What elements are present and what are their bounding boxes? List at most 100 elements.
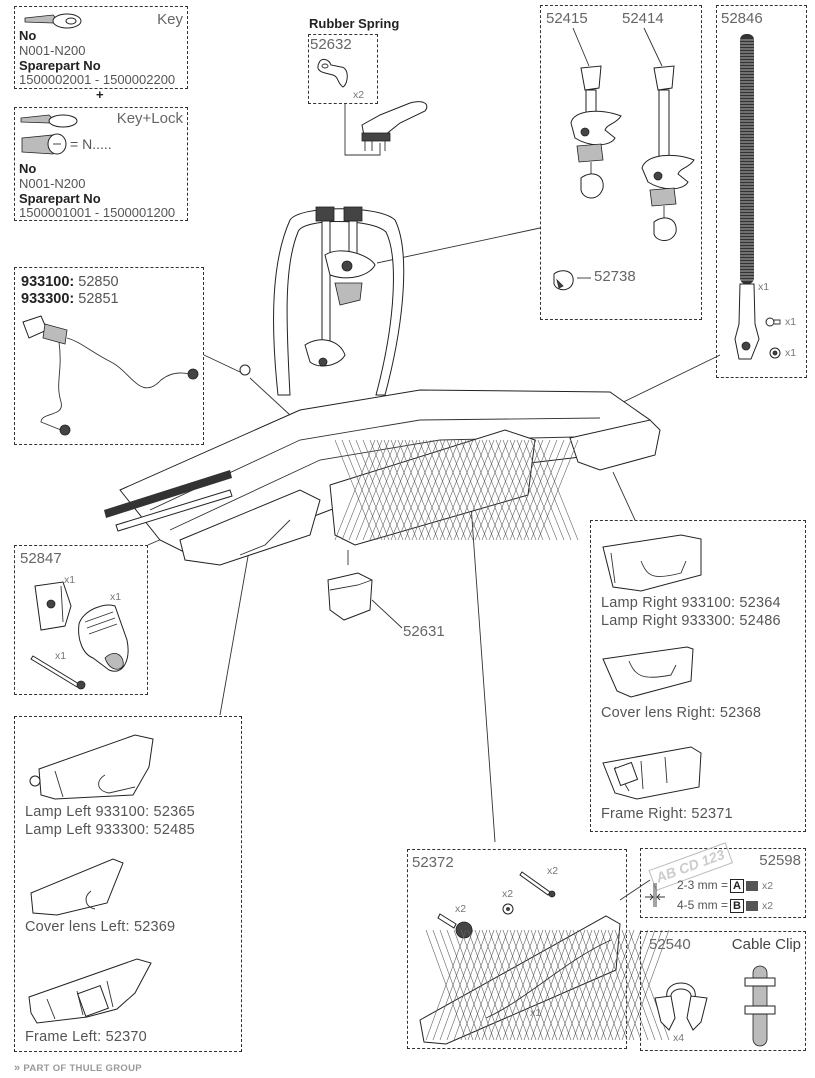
mounting-bolt-qty: x2 [455,903,467,915]
left-lamp-box: Lamp Left 933100: 52365 Lamp Left 933300… [14,716,242,1052]
cable-box: 933100: 52850 933300: 52851 [14,267,204,445]
threaded-rod-illustration [734,34,760,360]
key-lock-sparepart-value: 1500001001 - 1500001200 [19,205,176,220]
lamp-left-icon [29,734,154,800]
cable-model-1: 933100: [21,274,75,290]
frame-arms-box: 52415 52414 52738 [540,5,702,320]
lamp-left-2: Lamp Left 933300: 52485 [25,822,195,838]
cover-part-no: 52631 [403,623,445,640]
frame-left-icon [28,958,152,1024]
spacer-b-range: 4-5 mm = [677,898,729,912]
key-lock-box: = N..... Key+Lock No N001-N200 Sparepart… [14,107,188,221]
spacer-a-letter: A [730,879,744,893]
lock-cylinder-icon [21,133,67,155]
license-plate-part-no: 52372 [412,854,454,871]
spacer-b-letter: B [730,899,744,913]
footer-text: PART OF THULE GROUP [23,1063,142,1074]
cable-clip-part-no: 52540 [649,936,691,953]
spacer-b-icon [745,900,758,911]
license-plate-mesh [334,439,579,541]
cable-line-1: 933100: 52850 [21,274,119,291]
rubber-spring-heading: Rubber Spring [309,16,400,31]
leader-lines [147,227,721,901]
washer-qty: x1 [785,347,797,359]
screw-qty: x2 [547,865,559,877]
key-no-label: No [19,28,37,43]
spacer-a-range: 2-3 mm = [677,878,729,892]
small-washer-icon [502,903,514,915]
handle-icon [78,604,129,672]
license-plate-box: 52372 x2 x2 x2 x1 [407,849,670,1049]
lamp-right-1: Lamp Right 933100: 52364 [601,595,781,611]
lamp-right-2: Lamp Right 933300: 52486 [601,613,781,629]
key-no-value: N001-N200 [19,43,86,58]
key-icon [20,114,78,128]
key-lock-sparepart-label: Sparepart No [19,191,101,206]
threaded-rod-box: 52846 x1 x1 x1 [716,5,807,378]
arm-short-part-no: 52415 [546,10,588,27]
hinge-box: 52847 x1 x1 x1 [14,545,148,695]
spacer-a-icon [745,880,758,891]
frame-left: Frame Left: 52370 [25,1029,147,1045]
key-icon [24,13,82,29]
hinge-part-no: 52847 [20,550,62,567]
bracket-qty: x1 [64,574,76,586]
arm-long-illustration [641,27,695,241]
cable-part-2: 52851 [78,291,119,307]
cable-clip-title: Cable Clip [731,936,801,953]
double-chevron-right-icon: » [14,1062,21,1074]
rubber-spring-part-no: 52632 [310,36,352,53]
cable-line-2: 933300: 52851 [21,291,119,308]
bike-clamp-illustration [344,101,428,156]
cover-lens-left: Cover lens Left: 52369 [25,919,176,935]
frame-right: Frame Right: 52371 [601,806,733,822]
rubber-spring-icon [317,58,348,88]
screw-icon [519,871,556,898]
threaded-rod-part-no: 52846 [721,10,763,27]
key-lock-no-label: No [19,161,37,176]
spacer-b-qty: x2 [761,900,774,912]
key-title: Key [157,11,183,28]
cable-clip-icon [654,982,708,1031]
cable-clip-qty: x4 [673,1032,685,1044]
strap-part-no: 52738 [594,268,636,285]
cable-part-1: 52850 [78,274,119,290]
threaded-rod-qty: x1 [758,281,770,293]
lamp-right-icon [602,534,702,592]
cable-clip-mounted-icon [744,965,776,1047]
cable-model-2: 933300: [21,291,75,307]
plus-sign: + [96,87,104,102]
rubber-spring-box: 52632 x2 [308,34,378,104]
small-washer-qty: x2 [502,888,514,900]
cover-lens-right-icon [602,646,694,698]
thickness-arrows-icon [645,883,665,907]
key-lock-no-value: N001-N200 [19,176,86,191]
arm-long-part-no: 52414 [622,10,664,27]
strap-leader-line [577,277,591,279]
cable-clip-box: 52540 Cable Clip x4 [640,931,806,1051]
key-lock-title: Key+Lock [116,110,183,127]
spacer-a-qty: x2 [761,880,774,892]
key-sparepart-value: 1500002001 - 1500002200 [19,72,176,87]
cover-lens-left-icon [30,858,124,916]
strap-icon [553,270,574,291]
wiring-harness-illustration [22,315,199,436]
bolt-qty: x1 [785,316,797,328]
spacer-part-no: 52598 [759,852,801,869]
key-box: Key No N001-N200 Sparepart No 1500002001… [14,6,188,89]
bracket-icon [34,581,72,631]
pin-qty: x1 [55,650,67,662]
rubber-spring-qty: x2 [353,89,365,101]
key-sparepart-label: Sparepart No [19,58,101,73]
arm-short-illustration [570,27,622,199]
license-plate-holder-icon [419,915,670,1045]
lamp-left-1: Lamp Left 933100: 52365 [25,804,195,820]
right-lamp-box: Lamp Right 933100: 52364 Lamp Right 9333… [590,520,806,832]
cover-lens-right: Cover lens Right: 52368 [601,705,762,721]
pin-icon [30,655,86,690]
footer: »PART OF THULE GROUP [14,1062,142,1074]
bolt-icon [765,317,781,327]
